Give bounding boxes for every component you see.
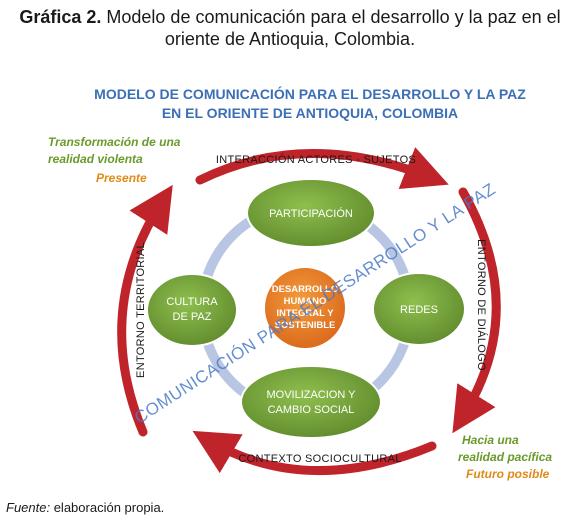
- source-note: Fuente: elaboración propia.: [6, 500, 164, 515]
- node-redes-label: REDES: [400, 304, 438, 316]
- label-entorno-dialogo: ENTORNO DE DIÁLOGO: [475, 239, 488, 371]
- center-label-3: INTEGRAL Y: [276, 308, 334, 319]
- arrow-bottom: [192, 430, 437, 475]
- note-right-line-1: Hacia una: [462, 433, 519, 447]
- caption-line-2: oriente de Antioquia, Colombia.: [164, 29, 416, 49]
- node-cultura-de-paz: CULTURA DE PAZ: [146, 273, 238, 347]
- center-label-1: DESARROLLO: [272, 284, 339, 295]
- node-participacion: PARTICIPACIÓN: [246, 178, 376, 248]
- node-movilizacion-label-2: CAMBIO SOCIAL: [268, 404, 355, 416]
- diagram-title-line-2: EN EL ORIENTE DE ANTIOQUIA, COLOMBIA: [162, 105, 458, 121]
- figure-label: Gráfica 2.: [19, 7, 102, 27]
- note-left-line-3: Presente: [96, 171, 147, 185]
- center-label-2: HUMANO: [284, 296, 327, 307]
- note-left-line-2: realidad violenta: [48, 152, 143, 166]
- node-cultura-label-2: DE PAZ: [173, 311, 212, 323]
- label-interaccion: INTERACCIÓN ACTORES - SUJETOS: [216, 153, 416, 166]
- note-left-line-1: Transformación de una: [48, 135, 181, 149]
- caption-line-1: Modelo de comunicación para el desarroll…: [106, 7, 561, 27]
- source-text: elaboración propia.: [50, 500, 165, 515]
- arrow-top: [195, 147, 449, 189]
- diagram-title-line-1: MODELO DE COMUNICACIÓN PARA EL DESARROLL…: [94, 85, 526, 102]
- label-entorno-territorial: ENTORNO TERRITORIAL: [135, 242, 147, 378]
- note-right-line-2: realidad pacífica: [458, 450, 552, 464]
- node-cultura-label-1: CULTURA: [166, 296, 218, 308]
- node-movilizacion: MOVILIZACION Y CAMBIO SOCIAL: [240, 365, 382, 439]
- note-right-line-3: Futuro posible: [466, 467, 550, 481]
- node-redes: REDES: [372, 272, 466, 346]
- node-participacion-label: PARTICIPACIÓN: [269, 207, 353, 220]
- center-label-4: SOSTENIBLE: [275, 320, 336, 331]
- figure-caption: Gráfica 2. Modelo de comunicación para e…: [0, 6, 580, 50]
- node-movilizacion-label-1: MOVILIZACION Y: [266, 389, 356, 401]
- label-contexto: CONTEXTO SOCIOCULTURAL: [238, 453, 401, 465]
- arrow-right: [452, 187, 501, 434]
- source-label: Fuente:: [6, 500, 51, 515]
- arrow-left: [117, 184, 173, 437]
- node-desarrollo-humano: DESARROLLO HUMANO INTEGRAL Y SOSTENIBLE: [263, 266, 347, 350]
